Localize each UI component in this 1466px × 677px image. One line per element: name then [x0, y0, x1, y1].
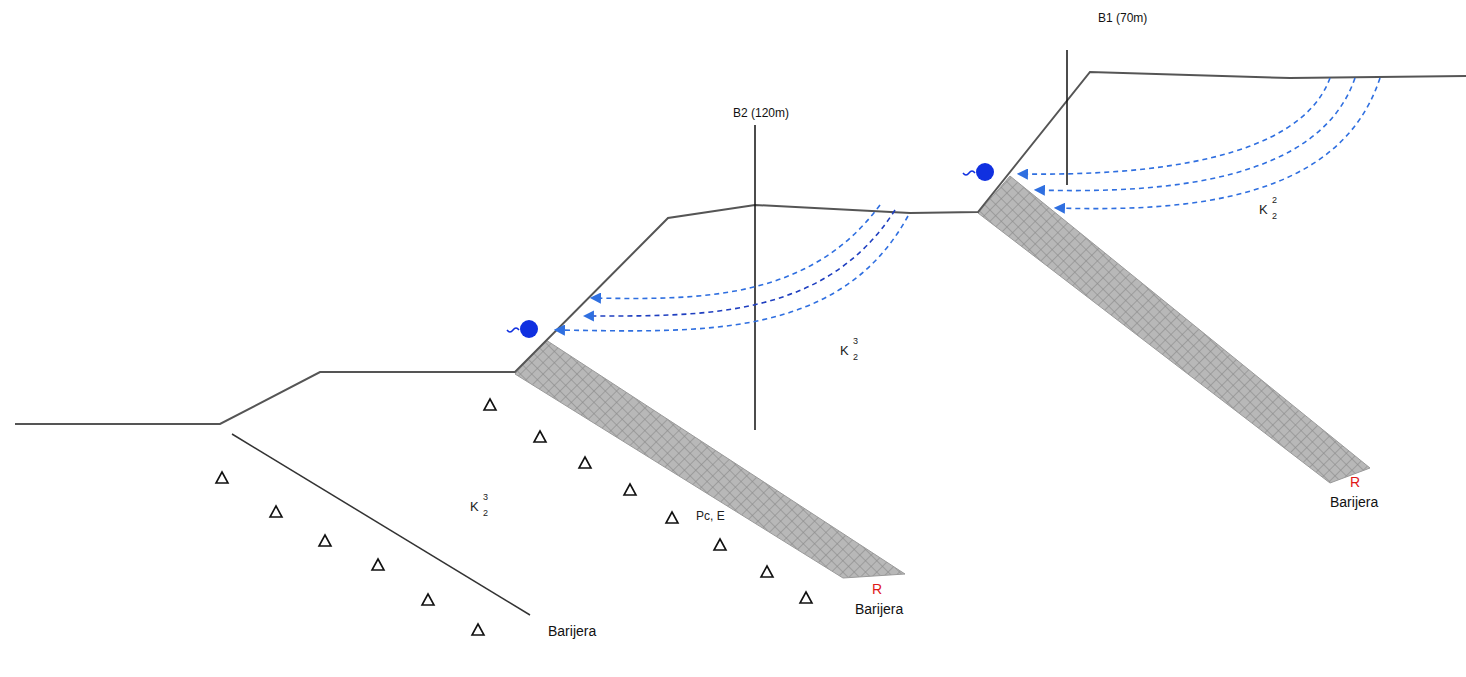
borehole — [1066, 50, 1068, 185]
breccia-triangle — [534, 431, 546, 442]
breccia-triangle — [319, 535, 331, 546]
breccia-triangle — [624, 484, 636, 495]
formation-label: Pc, E — [696, 510, 725, 522]
flow-arrow — [1019, 78, 1330, 174]
formation-superscript: 3 — [483, 493, 488, 502]
formation-symbol: K — [840, 344, 849, 357]
hatched-band — [978, 176, 1370, 483]
barrier-label: Barijera — [855, 602, 903, 616]
breccia-triangle — [484, 399, 496, 410]
formation-superscript: 2 — [1272, 196, 1277, 205]
flow-lines — [556, 78, 1380, 331]
formation-superscript: 3 — [853, 337, 858, 346]
formation-symbol: R — [1350, 475, 1360, 489]
breccia-triangle — [714, 539, 726, 550]
breccia-triangle — [422, 594, 434, 605]
breccia-triangle — [666, 512, 678, 523]
formation-subscript: 2 — [853, 353, 858, 362]
formation-subscript: 2 — [1272, 212, 1277, 221]
breccia-triangle — [472, 624, 484, 635]
breccia-triangle — [579, 457, 591, 468]
flow-arrow — [1036, 78, 1355, 191]
borehole-label: B1 (70m) — [1098, 12, 1147, 24]
breccia-triangle — [270, 506, 282, 517]
formation-symbol: K — [1259, 203, 1268, 216]
borehole-label: B2 (120m) — [733, 107, 789, 119]
flow-arrow — [585, 210, 895, 316]
breccia-triangle — [216, 472, 228, 483]
borehole — [754, 125, 756, 430]
breccia-triangle — [372, 559, 384, 570]
formation-subscript: 2 — [483, 509, 488, 518]
breccia-triangle — [800, 592, 812, 603]
flow-arrow — [1056, 78, 1380, 209]
breccia-symbols — [216, 399, 812, 635]
boundary-line — [232, 434, 530, 615]
flow-arrow — [592, 205, 880, 298]
spring-symbol — [963, 163, 994, 181]
ground-profile — [15, 72, 1466, 424]
flow-arrow — [556, 216, 908, 331]
barrier-label: Barijera — [548, 624, 596, 638]
barrier-label: Barijera — [1330, 495, 1378, 509]
formation-symbol: K — [470, 500, 479, 513]
formation-symbol: R — [872, 582, 882, 596]
breccia-triangle — [761, 566, 773, 577]
spring-symbol — [507, 320, 538, 338]
hatched-band — [515, 340, 905, 578]
